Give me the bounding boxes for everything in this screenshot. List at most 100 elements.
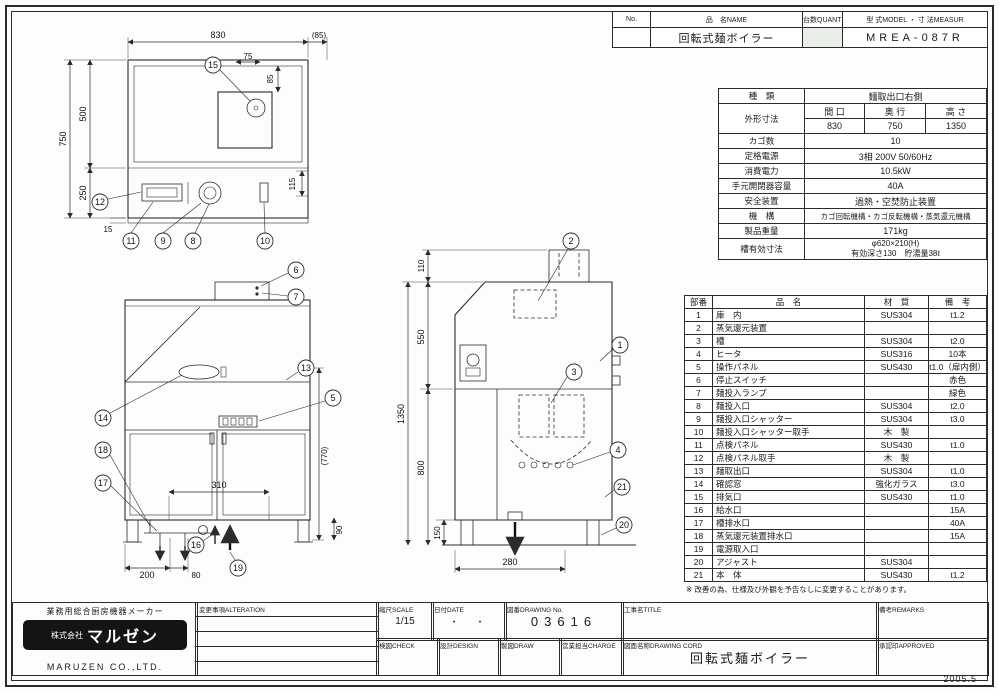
callout-21: 21 [604, 478, 631, 498]
spec-label: 種 類 [718, 88, 805, 104]
dim-label: 115 [288, 177, 297, 190]
dim-label: 250 [78, 185, 88, 200]
callout-number: 9 [160, 236, 165, 246]
project-title-cell: 工事名TITLE [621, 602, 879, 641]
callout-number: 16 [191, 540, 201, 550]
date-stamp: 2005.5 [943, 674, 977, 684]
spec-value: 過熱・空焚防止装置 [803, 193, 988, 209]
callout-3: 3 [550, 363, 583, 404]
check-label: 検図CHECK [379, 643, 415, 650]
callout-number: 5 [330, 393, 335, 403]
inner-frame [11, 11, 988, 681]
remarks-label: 備考REMARKS [879, 607, 925, 614]
callout-number: 14 [98, 413, 108, 423]
callout-number: 15 [208, 60, 218, 70]
callout-number: 10 [260, 236, 270, 246]
dim-label: 310 [211, 480, 226, 490]
spec-label: 消費電力 [718, 163, 805, 179]
remarks-cell: 備考REMARKS [876, 602, 989, 641]
callout-13: 13 [285, 359, 315, 381]
dim-label: 85 [266, 74, 275, 83]
charge-cell: 営業担当CHARGE [559, 638, 624, 676]
spec-row: 消費電力 10.5kW [718, 163, 988, 179]
alteration-row [196, 617, 378, 632]
no-value [612, 27, 651, 48]
scale-cell: 縮尺SCALE 1/15 [376, 602, 434, 641]
spec-sublabel: 高 さ [924, 103, 988, 119]
draw-label: 製図DRAW [501, 643, 534, 650]
maker-label: 業務用総合厨房機器メーカー [46, 607, 164, 616]
parts-header: 備 考 [928, 295, 987, 309]
side-view: 110 550 1350 800 150 280 2 1 3 [396, 232, 636, 573]
company-name-en: MARUZEN CO.,LTD. [46, 662, 164, 672]
callout-number: 1 [617, 340, 622, 350]
callout-4: 4 [572, 441, 627, 466]
footer-title-block: 業務用総合厨房機器メーカー 株式会社 マルゼン MARUZEN CO.,LTD.… [12, 602, 989, 676]
callout-number: 7 [293, 292, 298, 302]
maruzen-logo: 株式会社 マルゼン [23, 620, 187, 650]
dim-label: 800 [416, 460, 426, 475]
maker-cell: 業務用総合厨房機器メーカー 株式会社 マルゼン MARUZEN CO.,LTD. [12, 602, 198, 676]
draw-cell: 製図DRAW [498, 638, 562, 676]
alteration-row [196, 662, 378, 676]
plan-view: 830 (85) 75 85 750 500 250 15 115 15 12 [58, 30, 328, 250]
technical-drawings: 830 (85) 75 85 750 500 250 15 115 15 12 [58, 30, 636, 580]
logo-prefix: 株式会社 [50, 630, 83, 640]
spec-label: 機 構 [718, 208, 805, 224]
product-name: 回転式麺ボイラー [650, 27, 803, 48]
approved-label: 承認印APPROVED [879, 643, 935, 650]
drawing-no-label: 図番DRAWING No. [507, 607, 564, 614]
callout-number: 21 [617, 482, 627, 492]
date-cell: 日付DATE ・ ・ [431, 602, 507, 641]
design-cell: 設計DESIGN [437, 638, 501, 676]
charge-label: 営業担当CHARGE [562, 643, 616, 650]
spec-row: 種 類 麺取出口右側 [718, 88, 988, 104]
drawing-no-value: 03616 [530, 614, 598, 629]
callout-number: 8 [190, 236, 195, 246]
callout-1: 1 [599, 336, 629, 362]
dim-label: (770) [320, 446, 329, 465]
project-title-label: 工事名TITLE [624, 607, 662, 614]
drawing-name-value: 回転式麺ボイラー [689, 650, 810, 666]
spec-table: 種 類 麺取出口右側 外形寸法 間 口 奥 行 高 さ 830 750 1350… [718, 88, 988, 260]
spec-row: 安全装置 過熱・空焚防止装置 [718, 193, 988, 209]
parts-header: 品 名 [712, 295, 865, 309]
callout-number: 20 [619, 520, 629, 530]
spec-row: 830 750 1350 [719, 118, 988, 134]
spec-value: 10 [803, 133, 988, 149]
spec-value: 830 [804, 118, 865, 134]
spec-value: 1350 [924, 118, 988, 134]
dim-label: 80 [192, 571, 201, 580]
spec-row: 槽有効寸法 φ620×210(H) 有効深さ130 貯湯量38ℓ [718, 238, 988, 260]
callout-17: 17 [94, 474, 158, 532]
callout-number: 17 [98, 478, 108, 488]
date-value: ・ ・ [449, 617, 489, 627]
dim-label: 750 [58, 131, 68, 146]
spec-label: 槽有効寸法 [718, 238, 805, 260]
spec-value: 10.5kW [803, 163, 988, 179]
callout-18: 18 [94, 441, 151, 527]
callout-9: 9 [154, 202, 202, 250]
spec-label: 製品重量 [718, 223, 805, 239]
spec-row: 機 構 カゴ回転機構・カゴ反転機構・蒸気還元機構 [718, 208, 988, 224]
drawing-name-cell: 図面名称DRAWING CORD 回転式麺ボイラー [621, 638, 879, 676]
spec-label: 安全装置 [718, 193, 805, 209]
callout-11: 11 [122, 201, 154, 250]
callout-number: 11 [126, 236, 135, 246]
model-number: MREA-087R [842, 27, 988, 48]
spec-row: 手元開閉器容量 40A [718, 178, 988, 194]
scale-label: 縮尺SCALE [379, 607, 414, 614]
qty-value [802, 27, 843, 48]
